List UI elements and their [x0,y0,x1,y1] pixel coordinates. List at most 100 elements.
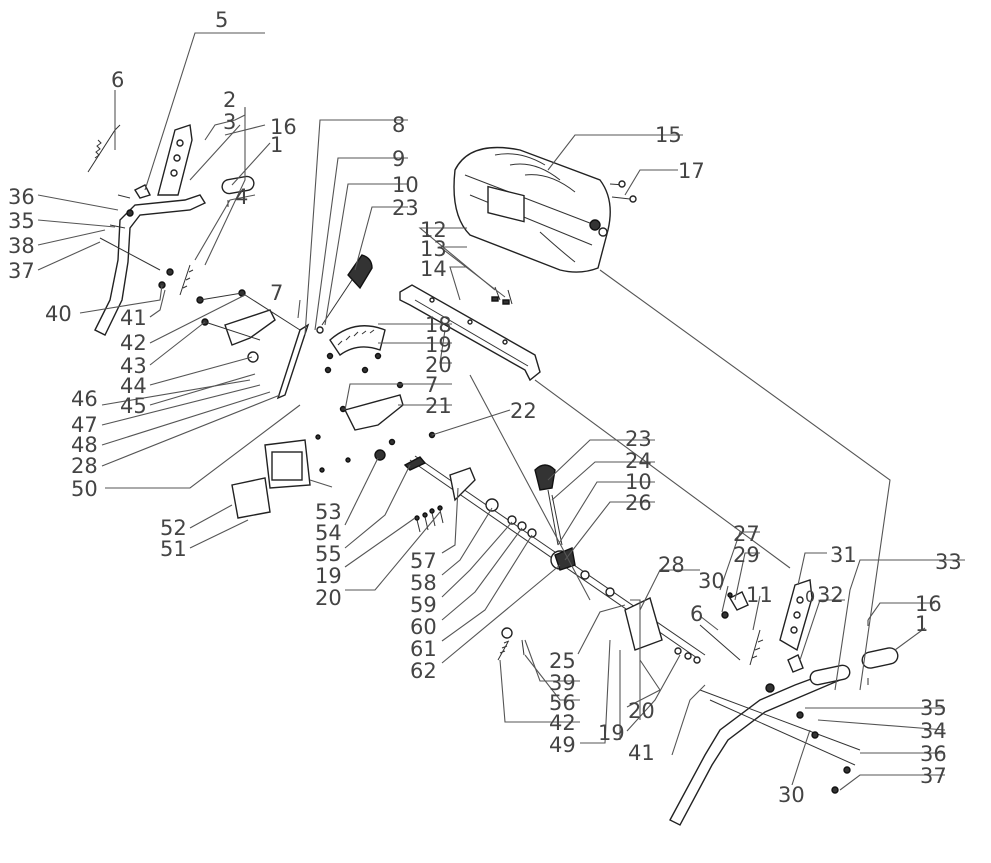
callout-42: 42 [549,711,576,735]
callout-6: 6 [690,602,703,626]
callout-22: 22 [510,399,537,423]
callout-21: 21 [425,394,452,418]
callout-41: 41 [120,306,147,330]
spring-pin-part [497,627,525,661]
callout-56: 56 [549,691,576,715]
callout-0: 0 [805,587,815,606]
bracket-left-part [133,124,193,199]
callout-23: 23 [625,427,652,451]
callout-16: 16 [270,115,297,139]
front-bracket-part [399,284,541,382]
callout-40: 40 [45,302,72,326]
callout-30: 30 [778,783,805,807]
callout-50: 50 [71,477,98,501]
right-grip-part [861,620,899,685]
callout-37: 37 [920,764,947,788]
callout-10: 10 [392,173,419,197]
callout-14: 14 [420,257,447,281]
callout-6: 6 [111,68,124,92]
console-housing-part [453,146,611,273]
callout-53: 53 [315,500,342,524]
callout-28: 28 [658,553,685,577]
callout-29: 29 [733,543,760,567]
callout-7: 7 [270,281,283,305]
callout-11: 11 [746,583,773,607]
callout-49: 49 [549,733,576,757]
callout-13: 13 [420,237,447,261]
callout-20: 20 [425,353,452,377]
callout-8: 8 [392,113,405,137]
callout-36: 36 [920,742,947,766]
lower-knob-part [534,464,563,546]
callout-44: 44 [120,374,147,398]
leader-lines [37,32,965,791]
callout-19: 19 [425,333,452,357]
callout-2: 2 [223,88,236,112]
callout-48: 48 [71,433,98,457]
spring-rod-right-part [699,591,764,666]
callout-46: 46 [71,387,98,411]
right-handle-part [669,664,861,826]
callout-9: 9 [392,147,405,171]
callout-47: 47 [71,413,98,437]
callout-31: 31 [830,543,857,567]
center-bolts-part [414,505,444,533]
gear-sector-part [324,325,386,374]
callout-36: 36 [8,185,35,209]
callout-19: 19 [315,564,342,588]
callout-55: 55 [315,542,342,566]
small-bolts-part [491,286,513,305]
callout-33: 33 [935,550,962,574]
main-shaft-part [374,449,706,664]
lamp-housing-part [231,434,351,519]
plate-mount-part [196,289,301,363]
callout-61: 61 [410,637,437,661]
bracket-plate-part [339,381,436,446]
callout-57: 57 [410,549,437,573]
callout-23: 23 [392,196,419,220]
callout-30: 30 [698,569,725,593]
callout-27: 27 [733,522,760,546]
callout-20: 20 [628,699,655,723]
callout-51: 51 [160,537,187,561]
callout-37: 37 [8,259,35,283]
lever-part [276,254,373,400]
callout-34: 34 [920,719,947,743]
callout-32: 32 [817,583,844,607]
callout-20: 20 [315,586,342,610]
callout-5: 5 [215,8,228,32]
callout-15: 15 [655,123,682,147]
callout-3: 3 [223,110,236,134]
callout-59: 59 [410,593,437,617]
pins-part [609,180,637,203]
callout-38: 38 [8,234,35,258]
callout-24: 24 [625,449,652,473]
callout-26: 26 [625,491,652,515]
callout-18: 18 [425,313,452,337]
callout-39: 39 [549,671,576,695]
callout-25: 25 [549,649,576,673]
callout-1: 1 [270,133,283,157]
callout-12: 12 [420,218,447,242]
callout-43: 43 [120,354,147,378]
callout-52: 52 [160,516,187,540]
left-handle-part [94,194,207,336]
callout-10: 10 [625,470,652,494]
callout-1: 1 [915,612,928,636]
callout-7: 7 [425,373,438,397]
callout-45: 45 [120,394,147,418]
callout-4: 4 [235,185,248,209]
callout-28: 28 [71,454,98,478]
callout-42: 42 [120,331,147,355]
callout-16: 16 [915,592,942,616]
callout-17: 17 [678,159,705,183]
callout-60: 60 [410,615,437,639]
callout-19: 19 [598,721,625,745]
bracket-right-part [779,579,813,673]
callout-41: 41 [628,741,655,765]
callout-35: 35 [920,696,947,720]
callout-62: 62 [410,659,437,683]
parts-drawings [87,124,899,826]
callout-54: 54 [315,521,342,545]
